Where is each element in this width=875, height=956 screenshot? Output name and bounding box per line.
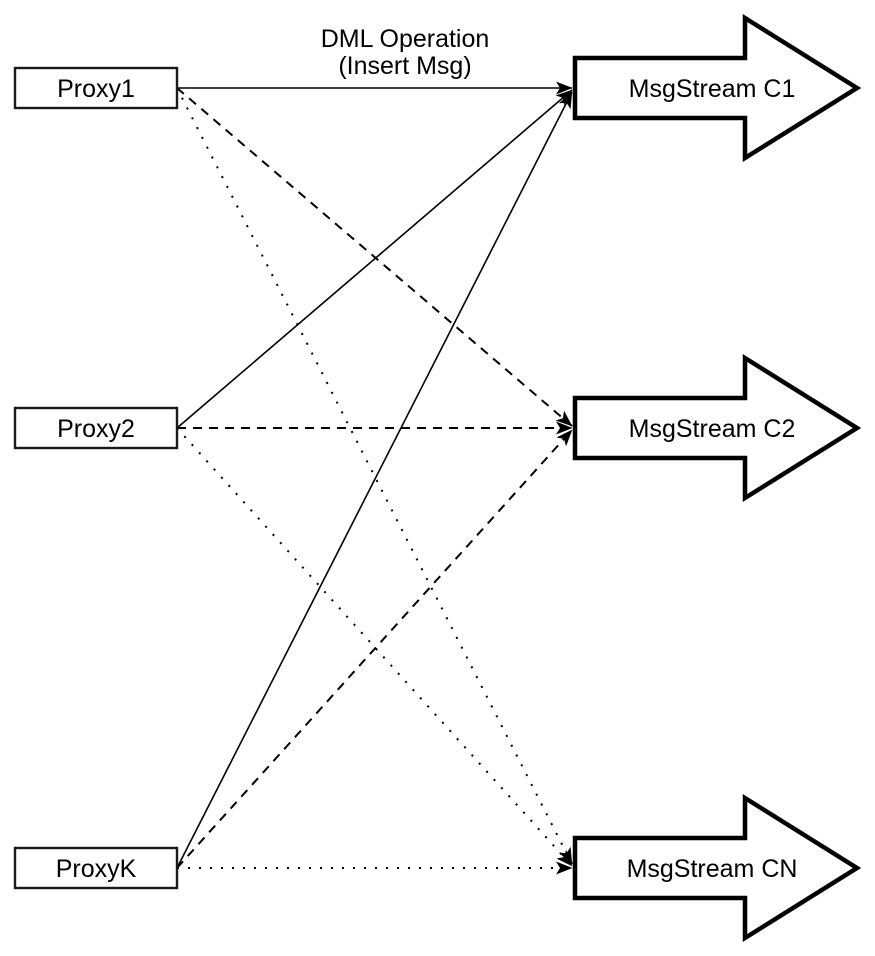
msgstream-node-c2: MsgStream C2 [572, 353, 862, 503]
msgstream-c2-arrow-shape [572, 353, 862, 503]
edge-proxy2-to-msgstream-c1 [176, 89, 573, 429]
msgstream-c1-arrow-shape [572, 13, 862, 163]
edge-proxyk-to-msgstream-c2 [176, 429, 573, 869]
msgstream-c1-label: MsgStream C1 [629, 75, 796, 103]
edge-proxy1-to-msgstream-cn [176, 87, 573, 865]
proxy-node-1: Proxy1 [13, 66, 179, 110]
edge-proxyk-to-msgstream-c1 [176, 91, 573, 869]
msgstream-c2-label: MsgStream C2 [629, 415, 796, 443]
proxy-node-2: Proxy2 [13, 406, 179, 450]
msgstream-node-c1: MsgStream C1 [572, 13, 862, 163]
edge-proxy1-to-msgstream-c2 [176, 87, 573, 427]
proxy1-label: Proxy1 [57, 75, 135, 103]
edges [176, 81, 573, 875]
edge-proxy2-to-msgstream-cn [176, 427, 573, 867]
diagram-title-line1: DML Operation [321, 25, 490, 53]
proxy2-label: Proxy2 [57, 415, 135, 443]
msgstream-cn-arrow-shape [572, 793, 862, 943]
proxy2-box [13, 406, 179, 450]
proxy1-box [13, 66, 179, 110]
diagram-title-line2: (Insert Msg) [338, 52, 471, 80]
proxyk-label: ProxyK [56, 855, 137, 883]
msgstream-cn-label: MsgStream CN [627, 855, 798, 883]
proxyk-box [13, 846, 179, 890]
proxy-node-k: ProxyK [13, 846, 179, 890]
msgstream-node-cn: MsgStream CN [572, 793, 862, 943]
